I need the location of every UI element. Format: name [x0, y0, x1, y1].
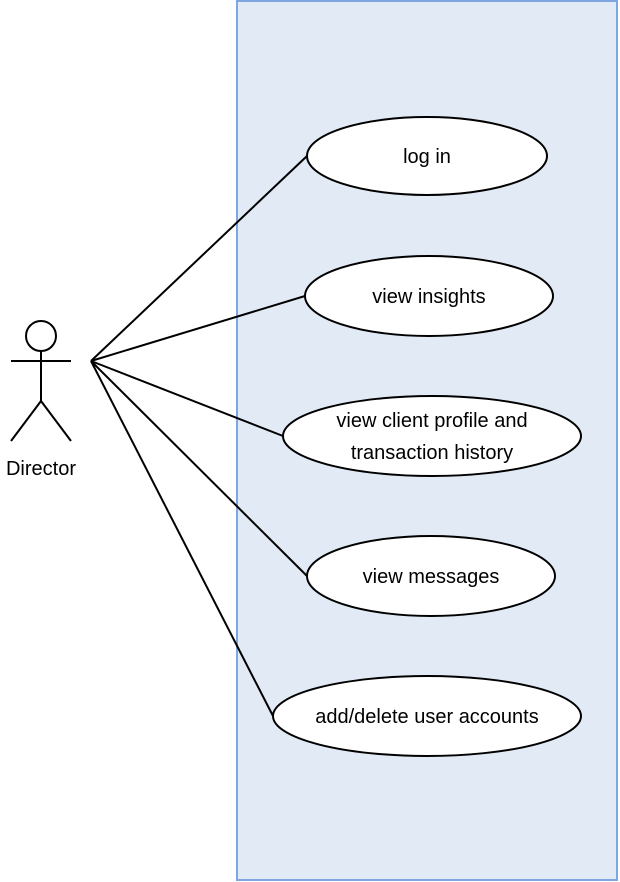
association-view-messages [90, 360, 308, 577]
association-add-delete-accounts [90, 360, 274, 717]
use-case-view-client-profile[interactable]: view client profile and transaction hist… [282, 395, 582, 477]
actor-right-leg [40, 400, 72, 442]
association-view-client-profile [90, 360, 284, 437]
use-case-ellipse [304, 255, 554, 337]
use-case-log-in[interactable]: log in [306, 116, 548, 196]
use-case-label: view messages [363, 566, 500, 588]
use-case-label: view insights [372, 286, 485, 308]
actor-label: Director [6, 458, 76, 480]
association-log-in [90, 155, 308, 362]
associations [90, 155, 308, 717]
use-case-view-insights[interactable]: view insights [304, 255, 554, 337]
use-case-label-line-1: view client profile and [336, 410, 527, 432]
actor-left-leg [10, 400, 42, 442]
use-case-ellipse [282, 395, 582, 477]
use-case-view-messages[interactable]: view messages [306, 535, 556, 617]
actor-director[interactable] [10, 320, 72, 442]
use-case-label-line-2: transaction history [351, 442, 513, 464]
use-case-label: log in [403, 146, 451, 168]
association-view-insights [90, 295, 306, 362]
use-case-add-delete-accounts[interactable]: add/delete user accounts [272, 675, 582, 757]
use-case-ellipse [272, 675, 582, 757]
use-case-label: add/delete user accounts [315, 706, 539, 728]
use-case-ellipse [306, 535, 556, 617]
use-case-ellipse [306, 116, 548, 196]
actor-head [25, 320, 57, 352]
